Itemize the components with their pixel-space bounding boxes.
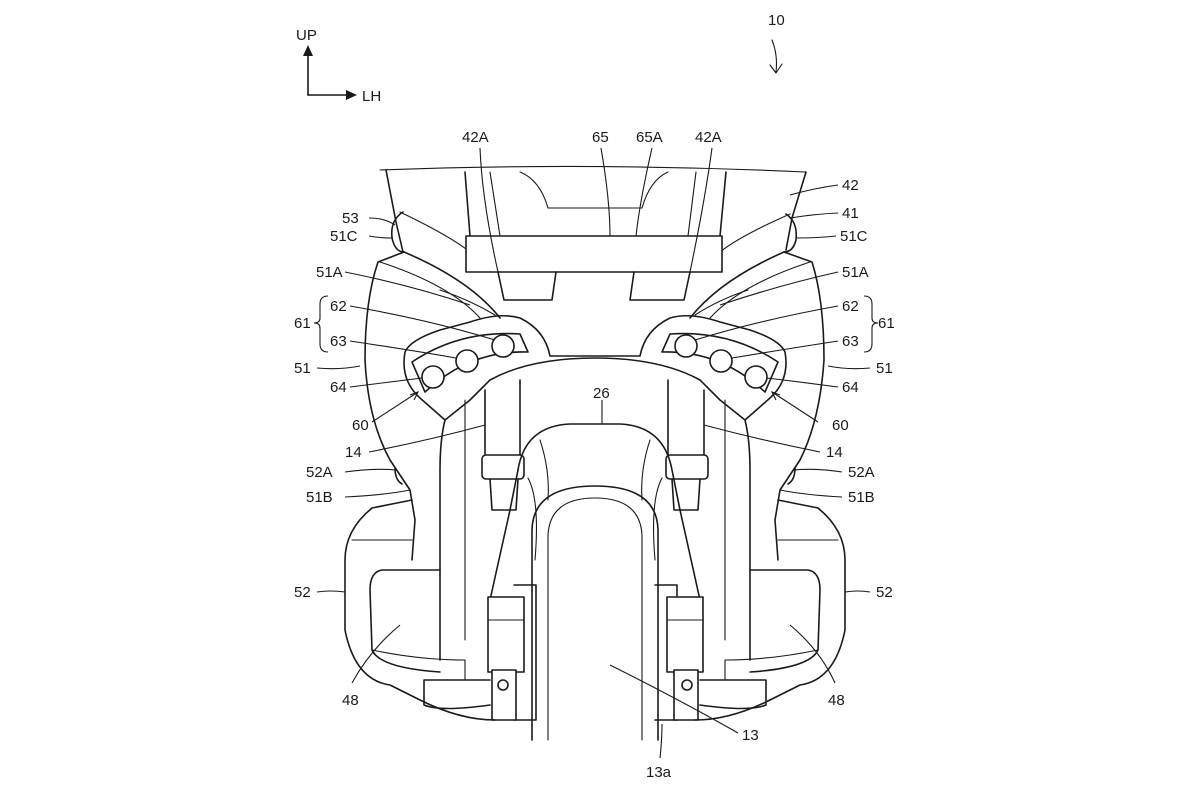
fork-clamp-right bbox=[665, 454, 709, 480]
axle-bracket-left bbox=[491, 669, 517, 721]
arrow-right-icon bbox=[346, 90, 357, 100]
label-48-right: 48 bbox=[828, 692, 845, 709]
label-51C-left: 51C bbox=[330, 228, 358, 245]
label-14-left: 14 bbox=[345, 444, 362, 461]
label-62-left: 62 bbox=[330, 298, 347, 315]
lamp-63-right bbox=[709, 349, 733, 373]
label-41: 41 bbox=[842, 205, 859, 222]
lamp-63-left bbox=[455, 349, 479, 373]
label-51B-left: 51B bbox=[306, 489, 333, 506]
label-51C-right: 51C bbox=[840, 228, 868, 245]
label-52A-left: 52A bbox=[306, 464, 333, 481]
reference-labels: 42A 65 65A 42A 42 41 53 51C 51C 51A 51A … bbox=[294, 129, 895, 781]
leader-lines bbox=[316, 147, 871, 759]
vehicle-front-view bbox=[344, 165, 846, 741]
orientation-indicator: UP LH bbox=[296, 27, 381, 105]
label-65A: 65A bbox=[636, 129, 663, 146]
figure-reference-number: 10 bbox=[768, 12, 785, 29]
label-64-left: 64 bbox=[330, 379, 347, 396]
lamp-62-left bbox=[491, 334, 515, 358]
label-51B-right: 51B bbox=[848, 489, 875, 506]
axis-up-label: UP bbox=[296, 27, 317, 44]
lamp-62-right bbox=[674, 334, 698, 358]
label-26: 26 bbox=[593, 385, 610, 402]
label-51-left: 51 bbox=[294, 360, 311, 377]
label-63-left: 63 bbox=[330, 333, 347, 350]
label-61-left: 61 bbox=[294, 315, 311, 332]
label-42: 42 bbox=[842, 177, 859, 194]
label-51-right: 51 bbox=[876, 360, 893, 377]
label-52-left: 52 bbox=[294, 584, 311, 601]
label-62-right: 62 bbox=[842, 298, 859, 315]
caliper-left bbox=[487, 596, 525, 673]
bar-65 bbox=[465, 235, 723, 273]
label-51A-right: 51A bbox=[842, 264, 869, 281]
label-65: 65 bbox=[592, 129, 609, 146]
label-60-right: 60 bbox=[832, 417, 849, 434]
fork-clamp-left bbox=[481, 454, 525, 480]
label-63-right: 63 bbox=[842, 333, 859, 350]
label-53: 53 bbox=[342, 210, 359, 227]
axis-lh-label: LH bbox=[362, 88, 381, 105]
caliper-right bbox=[666, 596, 704, 673]
label-42A-left: 42A bbox=[462, 129, 489, 146]
label-60-left: 60 bbox=[352, 417, 369, 434]
label-61-right: 61 bbox=[878, 315, 895, 332]
brace-61 bbox=[313, 295, 879, 353]
label-64-right: 64 bbox=[842, 379, 859, 396]
label-48-left: 48 bbox=[342, 692, 359, 709]
lamp-64-right bbox=[744, 365, 768, 389]
figure-reference: 10 bbox=[768, 12, 785, 74]
label-52A-right: 52A bbox=[848, 464, 875, 481]
label-13a: 13a bbox=[646, 764, 672, 781]
label-14-right: 14 bbox=[826, 444, 843, 461]
lamp-64-left bbox=[421, 365, 445, 389]
label-51A-left: 51A bbox=[316, 264, 343, 281]
label-42A-right: 42A bbox=[695, 129, 722, 146]
label-52-right: 52 bbox=[876, 584, 893, 601]
arrow-up-icon bbox=[303, 45, 313, 56]
axle-bracket-right bbox=[673, 669, 699, 721]
label-13: 13 bbox=[742, 727, 759, 744]
